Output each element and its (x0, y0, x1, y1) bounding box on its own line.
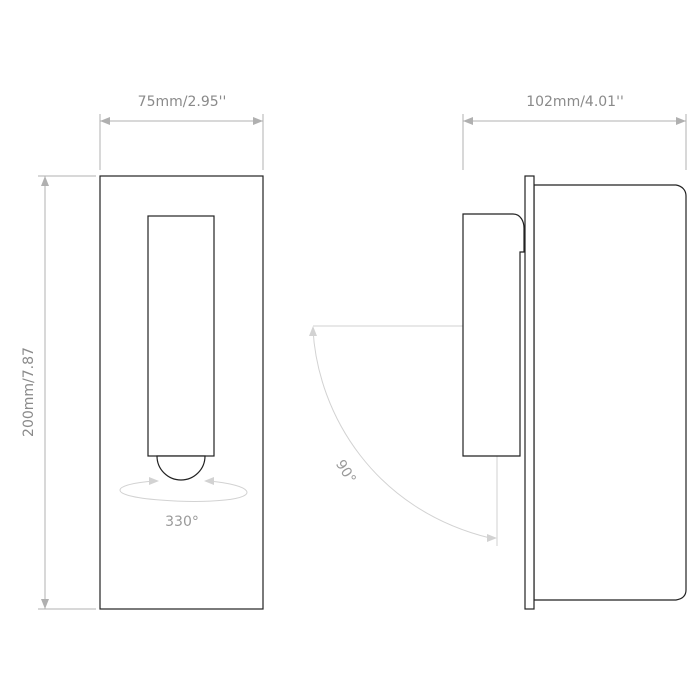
tilt-arrow-top (309, 326, 317, 336)
rotation-angle-label: 330° (165, 514, 199, 530)
width-arrow-left (100, 117, 110, 125)
width-label: 75mm/2.95'' (138, 94, 227, 110)
side-view: 90° (309, 175, 687, 610)
side-reading-arm (462, 213, 525, 457)
height-arrow-top (41, 176, 49, 186)
rotation-arrow-right (204, 477, 214, 485)
height-label: 200mm/7.87 (21, 347, 37, 437)
tilt-arrow-bottom (487, 534, 497, 542)
depth-arrow-right (676, 117, 686, 125)
width-dimension: 75mm/2.95'' (99, 94, 264, 170)
rotation-arc (119, 480, 248, 502)
front-view: 330° (99, 175, 264, 610)
depth-dimension: 102mm/4.01'' (462, 94, 687, 170)
front-reading-arm (147, 215, 215, 457)
tilt-arc (312, 329, 491, 539)
height-dimension: 200mm/7.87 (21, 175, 96, 610)
side-wall-box (533, 184, 687, 601)
rotation-arrow-left (149, 477, 159, 485)
front-swivel-joint (156, 455, 206, 481)
depth-arrow-left (463, 117, 473, 125)
tilt-angle-label: 90° (332, 457, 359, 487)
depth-label: 102mm/4.01'' (526, 94, 624, 110)
side-faceplate (524, 175, 535, 610)
height-arrow-bottom (41, 599, 49, 609)
width-arrow-right (253, 117, 263, 125)
